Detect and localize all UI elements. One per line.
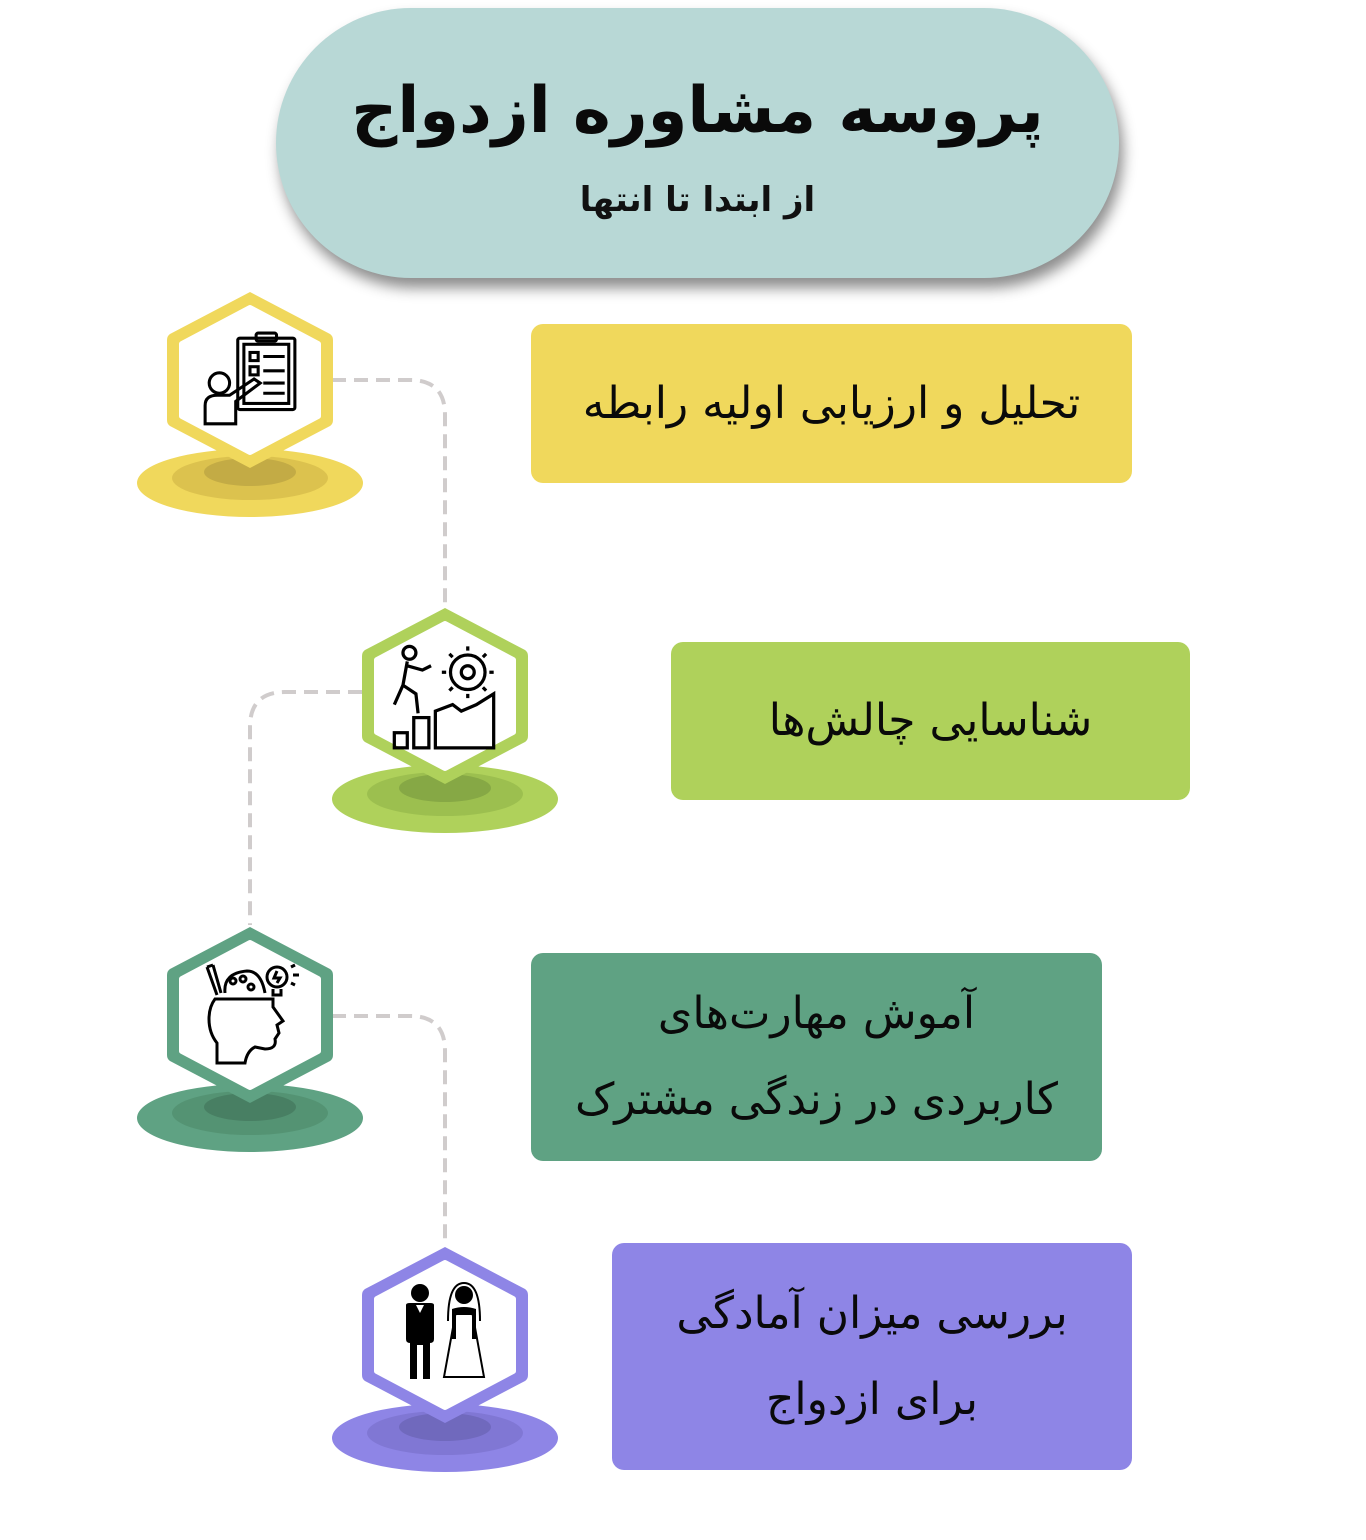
clipboard-assessment-icon xyxy=(203,331,297,426)
step-4-label: بررسی میزان آمادگی برای ازدواج xyxy=(676,1287,1068,1425)
step-2-node xyxy=(332,606,562,846)
step-1-label-box: تحلیل و ارزیابی اولیه رابطه xyxy=(531,324,1132,483)
step-2-label: شناسایی چالش‌ها xyxy=(768,695,1093,747)
page-subtitle: از ابتدا تا انتها xyxy=(579,180,816,220)
header-banner: پروسه مشاوره ازدواج از ابتدا تا انتها xyxy=(276,8,1119,278)
step-2-label-box: شناسایی چالش‌ها xyxy=(671,642,1190,800)
step-3-label-box: آموش مهارت‌های کاربردی در زندگی مشترک xyxy=(531,953,1102,1161)
step-1-label: تحلیل و ارزیابی اولیه رابطه xyxy=(582,377,1081,429)
bride-groom-icon xyxy=(406,1281,486,1379)
step-1-node xyxy=(137,290,367,530)
page-title: پروسه مشاوره ازدواج xyxy=(351,74,1044,148)
step-3-label: آموش مهارت‌های کاربردی در زندگی مشترک xyxy=(575,988,1058,1125)
step-4-label-box: بررسی میزان آمادگی برای ازدواج xyxy=(612,1243,1132,1470)
step-3-node xyxy=(137,925,367,1165)
step-4-node xyxy=(332,1245,562,1485)
head-ideas-icon xyxy=(205,963,299,1065)
climbing-steps-gear-icon xyxy=(392,644,496,750)
